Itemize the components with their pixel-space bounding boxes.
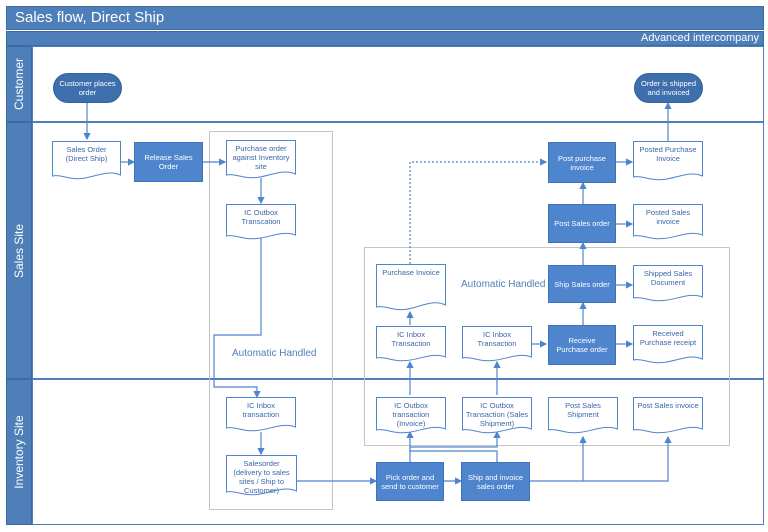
process-label: Post purchase invoice: [558, 153, 606, 172]
doc-posted-purchase-invoice[interactable]: Posted Purchase Invoice: [633, 141, 703, 182]
doc-sales-order-direct-ship[interactable]: Sales Order (Direct Ship): [52, 141, 121, 181]
doc-label: Posted Purchase Invoice: [639, 145, 697, 163]
doc-label: IC Inbox Transaction: [391, 330, 431, 348]
doc-label: Post Sales invoice: [637, 401, 699, 410]
document-shape-icon: [226, 204, 296, 240]
doc-posted-sales-invoice[interactable]: Posted Sales invoice: [633, 204, 703, 241]
document-shape-icon: [52, 141, 121, 180]
title-bar: Sales flow, Direct Ship: [6, 6, 764, 30]
diagram-subtitle: Advanced intercompany: [640, 32, 759, 44]
arrow-purchaseinvoice-to-postpurchase-dotted: [409, 158, 548, 264]
doc-label: Received Purchase receipt: [639, 329, 697, 347]
document-shape-icon: [376, 264, 446, 311]
document-shape-icon: [226, 140, 296, 179]
document-shape-icon: [462, 326, 532, 362]
arrow-shipinvoice-to-icoutbox-invoice: [406, 430, 498, 462]
doc-label: Posted Sales invoice: [645, 208, 691, 226]
doc-post-sales-invoice[interactable]: Post Sales invoice: [633, 397, 703, 435]
doc-ic-outbox-transaction-shipment[interactable]: IC Outbox Transaction (Sales Shipment): [462, 397, 532, 435]
doc-label: Salesorder (delivery to sales sites / Sh…: [233, 459, 290, 495]
subtitle-bar: Advanced intercompany: [6, 31, 764, 46]
document-shape-icon: [376, 397, 446, 434]
doc-label: Shipped Sales Document: [643, 269, 693, 287]
document-shape-icon: [376, 326, 446, 362]
doc-ic-inbox-transaction-b[interactable]: IC Inbox Transaction: [462, 326, 532, 363]
process-post-sales-order[interactable]: Post Sales order: [548, 204, 616, 243]
diagram-title: Sales flow, Direct Ship: [15, 9, 165, 26]
lane-label-sales: Sales Site: [6, 122, 32, 379]
doc-shipped-sales-document[interactable]: Shipped Sales Document: [633, 265, 703, 303]
document-shape-icon: [462, 397, 532, 434]
start-label: Customer places order: [59, 79, 116, 97]
document-shape-icon: [633, 141, 703, 181]
doc-ic-outbox-transaction[interactable]: IC Outbox Transcation: [226, 204, 296, 241]
doc-label: Purchase order against Inventory site: [232, 144, 290, 171]
doc-label: Sales Order (Direct Ship): [65, 145, 108, 163]
doc-label: IC Inbox Transaction: [477, 330, 517, 348]
doc-label: Post Sales Shipment: [565, 401, 601, 419]
process-ship-sales-order[interactable]: Ship Sales order: [548, 265, 616, 303]
doc-ic-outbox-transaction-invoice[interactable]: IC Outbox transaction (Invoice): [376, 397, 446, 435]
process-label: Pick order and send to customer: [381, 472, 439, 491]
end-label: Order is shipped and invoiced: [640, 79, 697, 97]
process-receive-purchase-order[interactable]: Receive Purchase order: [548, 325, 616, 365]
doc-label: Purchase Invoice: [382, 268, 440, 277]
arrow-shipinvoice-to-postsalesinvoice: [530, 435, 672, 482]
automatic-handled-label-right: Automatic Handled: [461, 279, 546, 290]
doc-label: IC Outbox transaction (Invoice): [392, 401, 430, 428]
start-customer-places-order[interactable]: Customer places order: [53, 73, 122, 103]
process-post-purchase-invoice[interactable]: Post purchase invoice: [548, 142, 616, 183]
document-shape-icon: [633, 204, 703, 240]
document-shape-icon: [226, 397, 296, 432]
document-shape-icon: [226, 455, 297, 496]
doc-salesorder-delivery[interactable]: Salesorder (delivery to sales sites / Sh…: [226, 455, 297, 497]
automatic-handled-label-left: Automatic Handled: [232, 348, 317, 359]
lane-label-customer: Customer: [6, 46, 32, 122]
document-shape-icon: [633, 325, 703, 364]
document-shape-icon: [548, 397, 618, 434]
automatic-handled-region-right: [364, 247, 730, 446]
document-shape-icon: [633, 397, 703, 434]
doc-label: IC Outbox Transaction (Sales Shipment): [465, 401, 529, 428]
lane-label-inventory: Inventory Site: [6, 379, 32, 525]
process-ship-invoice-sales-order[interactable]: Ship and invoice sales order: [461, 462, 530, 501]
doc-post-sales-shipment[interactable]: Post Sales Shipment: [548, 397, 618, 435]
doc-label: IC Inbox transaction: [242, 401, 280, 419]
document-shape-icon: [633, 265, 703, 302]
doc-ic-inbox-transaction-a[interactable]: IC Inbox Transaction: [376, 326, 446, 363]
doc-ic-inbox-transaction-inventory[interactable]: IC Inbox transaction: [226, 397, 296, 433]
process-label: Ship and invoice sales order: [467, 472, 524, 491]
end-order-shipped-invoiced[interactable]: Order is shipped and invoiced: [634, 73, 703, 103]
process-label: Receive Purchase order: [556, 336, 608, 354]
arrow-icoutbox-to-icinbox-inv: [213, 238, 262, 399]
process-pick-order-send[interactable]: Pick order and send to customer: [376, 462, 444, 501]
doc-label: IC Outbox Transcation: [241, 208, 281, 226]
doc-received-purchase-receipt[interactable]: Received Purchase receipt: [633, 325, 703, 365]
arrow-pick-to-icoutbox-shipment: [409, 430, 501, 462]
doc-purchase-invoice[interactable]: Purchase Invoice: [376, 264, 446, 312]
doc-purchase-order-inventory[interactable]: Purchase order against Inventory site: [226, 140, 296, 180]
process-label: Release Sales Order: [144, 153, 193, 171]
process-label: Post Sales order: [554, 219, 610, 228]
process-label: Ship Sales order: [554, 279, 610, 289]
automatic-handled-region-left: [209, 131, 333, 510]
process-release-sales-order[interactable]: Release Sales Order: [134, 142, 203, 182]
